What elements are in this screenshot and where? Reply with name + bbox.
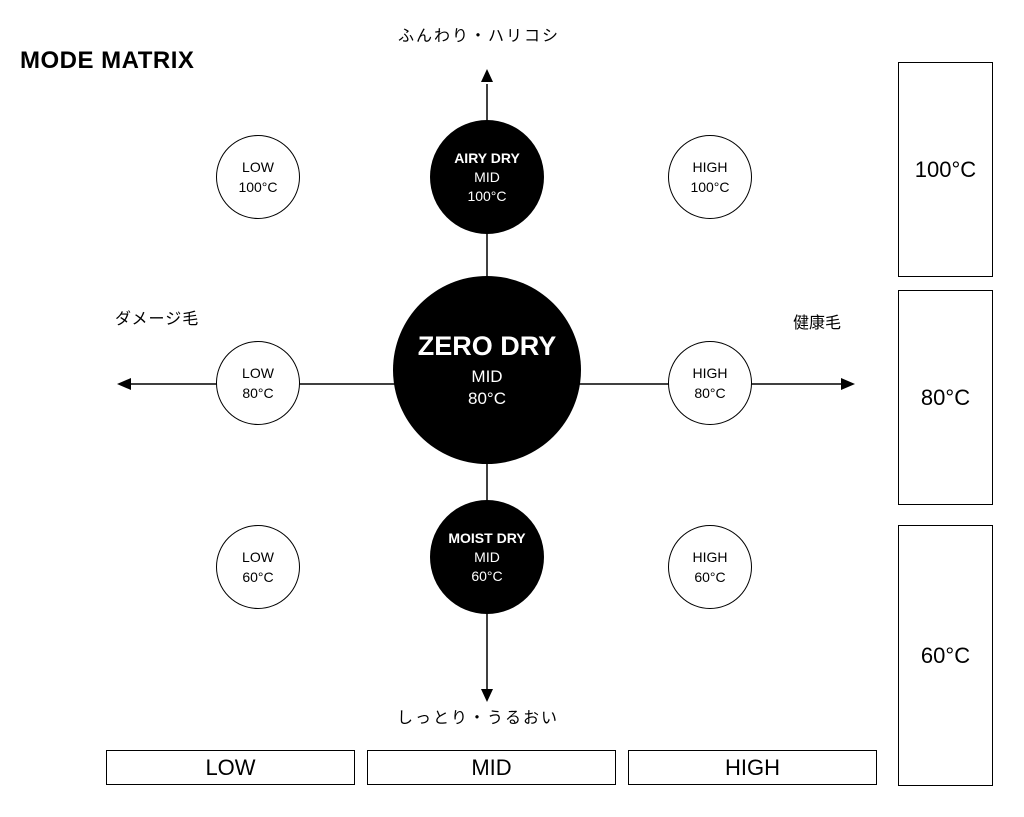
temp-box-100: 100°C xyxy=(898,62,993,277)
mode-name: MOIST DRY xyxy=(448,529,526,546)
arrow-up-icon xyxy=(481,69,493,82)
mode-temp: 60°C xyxy=(242,569,274,585)
temp-box-80: 80°C xyxy=(898,290,993,505)
mode-level: MID xyxy=(474,168,500,185)
mode-low-100[interactable]: LOW 100°C xyxy=(216,135,300,219)
axis-label-right: 健康毛 xyxy=(793,313,842,332)
mode-temp: 80°C xyxy=(468,389,506,408)
mode-level: MID xyxy=(474,548,500,565)
mode-high-60[interactable]: HIGH 60°C xyxy=(668,525,752,609)
mode-temp: 60°C xyxy=(471,567,503,584)
level-box-mid: MID xyxy=(367,750,616,785)
mode-level: MID xyxy=(471,367,503,386)
mode-temp: 100°C xyxy=(690,179,730,195)
mode-level: LOW xyxy=(242,159,274,175)
mode-moist-dry[interactable]: MOIST DRY MID 60°C xyxy=(430,500,544,614)
mode-level: HIGH xyxy=(692,159,728,175)
mode-airy-dry[interactable]: AIRY DRY MID 100°C xyxy=(430,120,544,234)
mode-high-80[interactable]: HIGH 80°C xyxy=(668,341,752,425)
page-title: MODE MATRIX xyxy=(20,47,195,74)
mode-name: AIRY DRY xyxy=(454,149,520,166)
mode-temp: 100°C xyxy=(238,179,278,195)
mode-zero-dry[interactable]: ZERO DRY MID 80°C xyxy=(393,276,581,464)
mode-temp: 80°C xyxy=(694,385,726,401)
level-box-high: HIGH xyxy=(628,750,877,785)
mode-level: LOW xyxy=(242,365,274,381)
mode-low-80[interactable]: LOW 80°C xyxy=(216,341,300,425)
mode-name: ZERO DRY xyxy=(417,331,557,361)
mode-level: HIGH xyxy=(692,365,728,381)
mode-temp: 60°C xyxy=(694,569,726,585)
mode-level: HIGH xyxy=(692,549,728,565)
arrow-right-icon xyxy=(841,378,855,390)
mode-temp: 80°C xyxy=(242,385,274,401)
mode-temp: 100°C xyxy=(467,187,507,204)
level-box-low: LOW xyxy=(106,750,355,785)
axis-label-bottom: しっとり・うるおい xyxy=(397,708,560,727)
mode-level: LOW xyxy=(242,549,274,565)
arrow-left-icon xyxy=(117,378,131,390)
mode-high-100[interactable]: HIGH 100°C xyxy=(668,135,752,219)
axis-label-top: ふんわり・ハリコシ xyxy=(398,26,561,45)
arrow-down-icon xyxy=(481,689,493,702)
temp-box-60: 60°C xyxy=(898,525,993,786)
mode-low-60[interactable]: LOW 60°C xyxy=(216,525,300,609)
axis-label-left: ダメージ毛 xyxy=(115,309,200,328)
